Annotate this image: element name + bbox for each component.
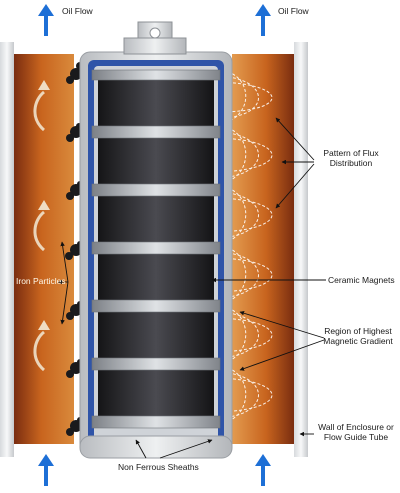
right-enclosure-wall (294, 42, 308, 457)
ceramic-magnets-label: Ceramic Magnets (328, 275, 395, 285)
oil-flow-label-right: Oil Flow (278, 6, 309, 16)
wall-enclosure-label: Wall of Enclosure or Flow Guide Tube (318, 422, 394, 442)
oil-flow-arrows (38, 4, 271, 486)
right-oil-channel (232, 54, 294, 444)
non-ferrous-sheaths-label: Non Ferrous Sheaths (118, 462, 199, 472)
highest-gradient-label: Region of Highest Magnetic Gradient (323, 326, 393, 346)
pole-rings (91, 69, 221, 429)
flux-pattern-label: Pattern of Flux Distribution (323, 148, 379, 168)
oil-flow-label-left: Oil Flow (62, 6, 93, 16)
leader-lines (57, 117, 326, 459)
left-flow-swirls (33, 90, 46, 372)
ceramic-magnet-stack (98, 80, 214, 416)
iron-particle-clusters (65, 62, 84, 436)
iron-particles-label: Iron Particles (16, 276, 66, 286)
left-enclosure-wall (0, 42, 14, 457)
